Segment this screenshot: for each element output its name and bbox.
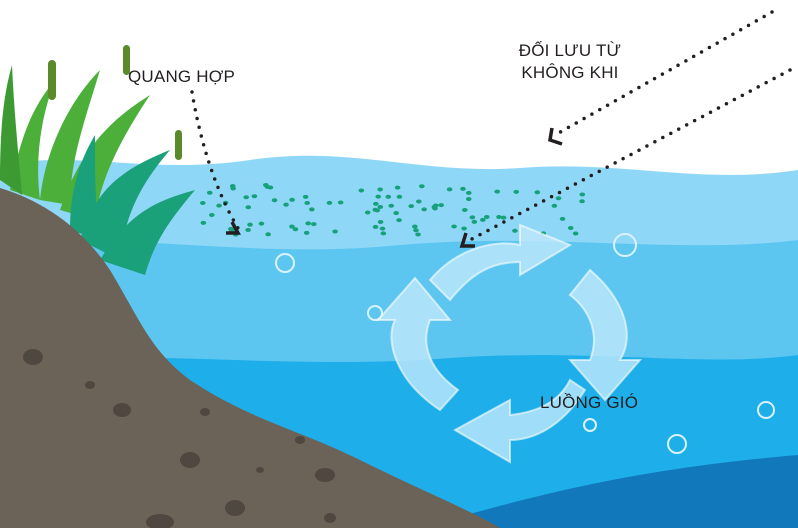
algae-dot	[216, 203, 222, 208]
algae-dot	[377, 219, 384, 224]
algae-dot	[209, 213, 215, 218]
photosynthesis-label: QUANG HỢP	[128, 67, 236, 86]
algae-dot	[358, 188, 365, 193]
air-diffusion-label-line1: ĐỐI LƯU TỪ	[518, 41, 622, 60]
algae-dot	[230, 186, 236, 191]
algae-dot	[245, 227, 251, 232]
algae-dot	[332, 229, 338, 234]
algae-dot	[465, 190, 472, 195]
algae-dot	[416, 199, 422, 204]
algae-dot	[326, 200, 333, 205]
algae-dot	[380, 231, 387, 236]
algae-dot	[408, 204, 415, 209]
arrowheads	[226, 127, 563, 248]
algae-dot	[304, 200, 310, 205]
algae-dot	[483, 214, 490, 219]
algae-dot	[309, 207, 315, 212]
algae-dot	[462, 207, 468, 212]
air-diffusion-label-line2: KHÔNG KHI	[521, 63, 619, 82]
algae-dot	[438, 203, 444, 208]
algae-dot	[415, 232, 421, 237]
algae-dot	[310, 222, 317, 227]
algae-dot	[551, 203, 558, 208]
algae-dot	[413, 228, 419, 233]
algae-dot	[373, 201, 379, 206]
algae-dot	[393, 211, 399, 216]
algae-dot	[388, 203, 395, 208]
algae-dot	[421, 207, 427, 212]
pebbles	[23, 349, 336, 528]
circulation-arrows-icon	[375, 223, 643, 464]
algae-dot	[496, 215, 502, 220]
algae-dot	[555, 196, 562, 201]
algae-dot	[572, 231, 579, 236]
soil-bank	[0, 188, 500, 528]
algae-dot	[432, 206, 438, 211]
bubbles	[275, 233, 775, 454]
algae-dot	[396, 194, 403, 199]
algae-dot	[247, 222, 253, 227]
algae-dot	[500, 215, 507, 220]
wind-current-label: LUỒNG GIÓ	[540, 393, 639, 412]
algae-dot	[302, 194, 309, 199]
algae-dot	[513, 189, 520, 194]
algae-dot	[292, 227, 299, 232]
algae-dots	[200, 183, 586, 237]
algae-dot	[263, 183, 269, 188]
algae-dot	[480, 217, 486, 222]
reeds	[0, 45, 195, 275]
algae-dot	[303, 230, 310, 235]
algae-dot	[579, 192, 586, 197]
algae-dot	[567, 226, 574, 231]
algae-dot	[364, 210, 371, 215]
algae-dot	[559, 216, 566, 221]
algae-dot	[494, 189, 501, 194]
algae-dot	[579, 199, 585, 204]
algae-dot	[206, 190, 213, 195]
algae-dot	[469, 215, 476, 220]
algae-dot	[534, 190, 541, 195]
algae-dot	[372, 207, 379, 212]
algae-dot	[465, 197, 472, 202]
algae-dot	[385, 194, 392, 199]
air-diffusion-label: ĐỐI LƯU TỪ KHÔNG KHI	[505, 40, 635, 84]
algae-dot	[461, 226, 467, 231]
algae-dot	[446, 187, 453, 192]
algae-dot	[375, 194, 382, 199]
algae-dot	[271, 198, 278, 203]
algae-dot	[289, 224, 295, 229]
algae-dot	[471, 219, 478, 224]
air-diffusion-arrow-2	[468, 68, 792, 242]
algae-dot	[289, 197, 295, 202]
air-diffusion-arrow-1	[553, 10, 774, 137]
algae-dot	[412, 224, 418, 229]
algae-dot	[305, 221, 311, 226]
algae-dot	[419, 184, 425, 189]
water-deepest-layer	[420, 455, 798, 528]
algae-dot	[372, 224, 379, 229]
algae-dot	[451, 224, 457, 229]
algae-dot	[377, 187, 383, 192]
algae-dot	[283, 202, 289, 207]
algae-dot	[245, 205, 252, 210]
algae-dot	[265, 232, 271, 237]
algae-dot	[228, 227, 234, 232]
algae-dot	[379, 226, 386, 231]
photosynthesis-arrow	[190, 90, 240, 230]
algae-dot	[396, 218, 402, 223]
algae-dot	[512, 228, 518, 233]
algae-dot	[200, 220, 207, 225]
algae-dot	[243, 195, 249, 200]
algae-dot	[258, 221, 265, 226]
algae-dot	[337, 200, 344, 205]
algae-dot	[394, 185, 401, 190]
algae-dot	[251, 194, 258, 199]
algae-dot	[377, 204, 384, 209]
algae-dot	[460, 186, 466, 191]
algae-dot	[200, 200, 206, 205]
